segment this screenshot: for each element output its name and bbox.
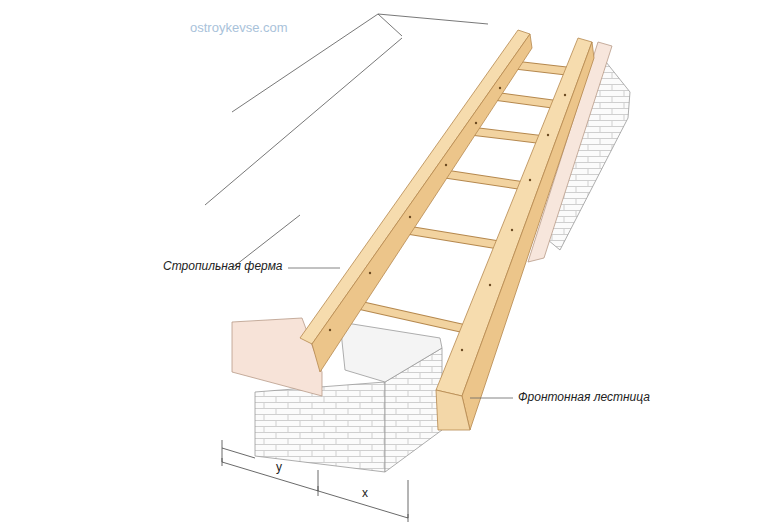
watermark: ostroykevse.com	[190, 20, 288, 36]
wall-top	[340, 322, 442, 382]
part-label: Стропильная ферма	[163, 259, 283, 273]
leader-lines	[288, 268, 513, 398]
part-label: Фронтонная лестница	[518, 390, 650, 404]
gable-rail-top	[436, 38, 592, 396]
dimension-label: x	[362, 486, 368, 500]
dimension-lines	[222, 440, 408, 522]
gable-rail-face	[462, 42, 594, 430]
gable-rail-end	[436, 390, 470, 430]
nails	[329, 87, 566, 351]
dimension-label: y	[276, 460, 282, 474]
